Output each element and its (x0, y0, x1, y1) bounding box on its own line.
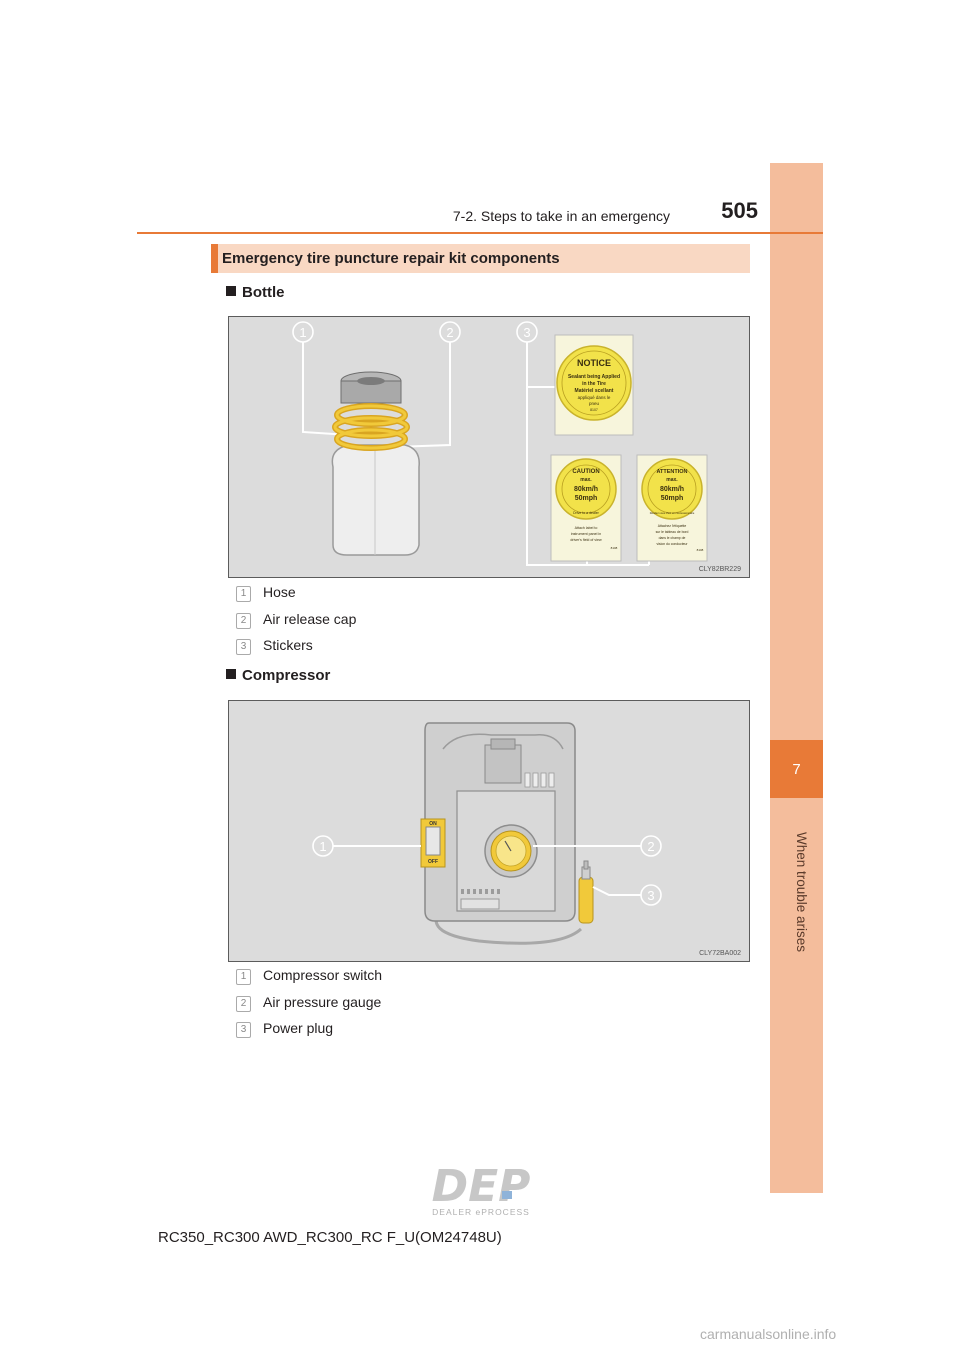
compressor-callout-1: 1 (319, 839, 326, 854)
notice-sticker (554, 334, 634, 436)
compressor-heading: Compressor (226, 667, 330, 684)
legend-number: 3 (236, 1022, 251, 1038)
dealer-eprocess-logo: DEP DEALER ePROCESS (416, 1161, 546, 1219)
caution-max: max. (580, 477, 592, 483)
notice-code: 8107 (590, 408, 598, 412)
compressor-legend-item-2: 2 Air pressure gauge (236, 992, 381, 1012)
square-bullet-icon (226, 286, 236, 296)
legend-number: 3 (236, 639, 251, 655)
legend-number: 2 (236, 996, 251, 1012)
legend-label: Air release cap (263, 611, 357, 627)
legend-label: Hose (263, 584, 296, 600)
sealant-bottle (331, 371, 420, 556)
caution-kmh: 80km/h (574, 486, 598, 493)
compressor-figure-code: CLY72BA002 (699, 950, 741, 957)
bottle-heading: Bottle (226, 284, 285, 301)
bottle-legend-item-1: 1 Hose (236, 582, 296, 602)
caution-line-3: driver's field of view (570, 538, 602, 542)
power-plug (578, 860, 594, 924)
logo-text: DEP (432, 1163, 531, 1212)
attention-line-4: vision du conducteur (656, 542, 688, 546)
section-title-bar (211, 244, 750, 273)
notice-line-5: pneu (589, 401, 600, 406)
bottle-figure-code: CLY82BR229 (699, 566, 741, 573)
compressor-legend-item-1: 1 Compressor switch (236, 965, 382, 985)
running-section-heading: 7-2. Steps to take in an emergency (452, 208, 670, 224)
square-bullet-icon (226, 669, 236, 679)
attention-line-2: sur le tableau de bord (656, 530, 689, 534)
caution-line-1: Attach label to (575, 526, 598, 530)
caution-code: 8108 (611, 546, 618, 550)
page-number: 505 (721, 198, 758, 223)
caution-line-2: instrument panel in (571, 532, 601, 536)
legend-label: Compressor switch (263, 967, 383, 983)
legend-number: 1 (236, 586, 251, 602)
notice-line-4: appliqué dans le (578, 395, 611, 400)
caution-title: CAUTION (572, 469, 599, 475)
document-code-footer: RC350_RC300 AWD_RC300_RC F_U(OM24748U) (158, 1229, 502, 1246)
site-watermark[interactable]: carmanualsonline.info (700, 1326, 837, 1342)
bottle-callout-2: 2 (446, 325, 453, 340)
attention-arc-text: Rendez-vous chez un concessionnaire (650, 511, 695, 515)
bottle-illustration: 1 2 3 NOTICE Sealant being Applied in th… (292, 321, 741, 573)
bottle-heading-text: Bottle (242, 284, 285, 301)
chapter-tab-band (770, 163, 823, 1193)
bottle-legend-item-2: 2 Air release cap (236, 609, 356, 629)
bottle-figure: 1 2 3 NOTICE Sealant being Applied in th… (228, 316, 750, 578)
notice-title: NOTICE (577, 358, 611, 368)
attention-mph: 50mph (661, 495, 684, 502)
attention-title: ATTENTION (656, 469, 687, 475)
notice-line-3: Matériel scellant (575, 388, 614, 394)
switch-off-label: OFF (428, 859, 438, 865)
compressor-legend-item-3: 3 Power plug (236, 1018, 333, 1038)
attention-line-3: dans le champ de (659, 536, 686, 540)
compressor-callout-2: 2 (647, 839, 654, 854)
bottle-callout-3: 3 (523, 325, 530, 340)
switch-on-label: ON (429, 821, 437, 827)
compressor-figure: 1 2 3 ON OFF CLY72BA002 (228, 700, 750, 962)
legend-number: 2 (236, 613, 251, 629)
caution-mph: 50mph (575, 495, 598, 502)
legend-number: 1 (236, 969, 251, 985)
caution-sticker (550, 454, 622, 562)
legend-label: Power plug (263, 1020, 334, 1036)
section-title: Emergency tire puncture repair kit compo… (222, 250, 560, 267)
bottle-legend-item-3: 3 Stickers (236, 635, 313, 655)
bottle-callout-1: 1 (299, 325, 306, 340)
legend-label: Air pressure gauge (263, 994, 382, 1010)
header-rule (137, 232, 823, 234)
notice-line-2: in the Tire (582, 381, 606, 387)
attention-line-1: Attachez l'étiquette (658, 524, 687, 528)
chapter-title: When trouble arises (794, 832, 809, 953)
dep-logo-icon: DEP DEALER ePROCESS (432, 1161, 531, 1217)
compressor-unit (420, 722, 576, 922)
attention-code: 8108 (697, 548, 704, 552)
legend-label: Stickers (263, 637, 313, 653)
compressor-callout-3: 3 (647, 888, 654, 903)
attention-max: max. (666, 477, 678, 483)
compressor-heading-text: Compressor (242, 667, 331, 684)
notice-line-1: Sealant being Applied (568, 374, 620, 380)
attention-kmh: 80km/h (660, 486, 684, 493)
caution-arc-text: Drive to a dealer (573, 511, 600, 515)
chapter-number-tab[interactable]: 7 (770, 740, 823, 798)
attention-sticker (636, 454, 708, 562)
compressor-illustration: 1 2 3 ON OFF CLY72BA002 (312, 722, 741, 957)
logo-subtext: DEALER ePROCESS (432, 1207, 530, 1217)
